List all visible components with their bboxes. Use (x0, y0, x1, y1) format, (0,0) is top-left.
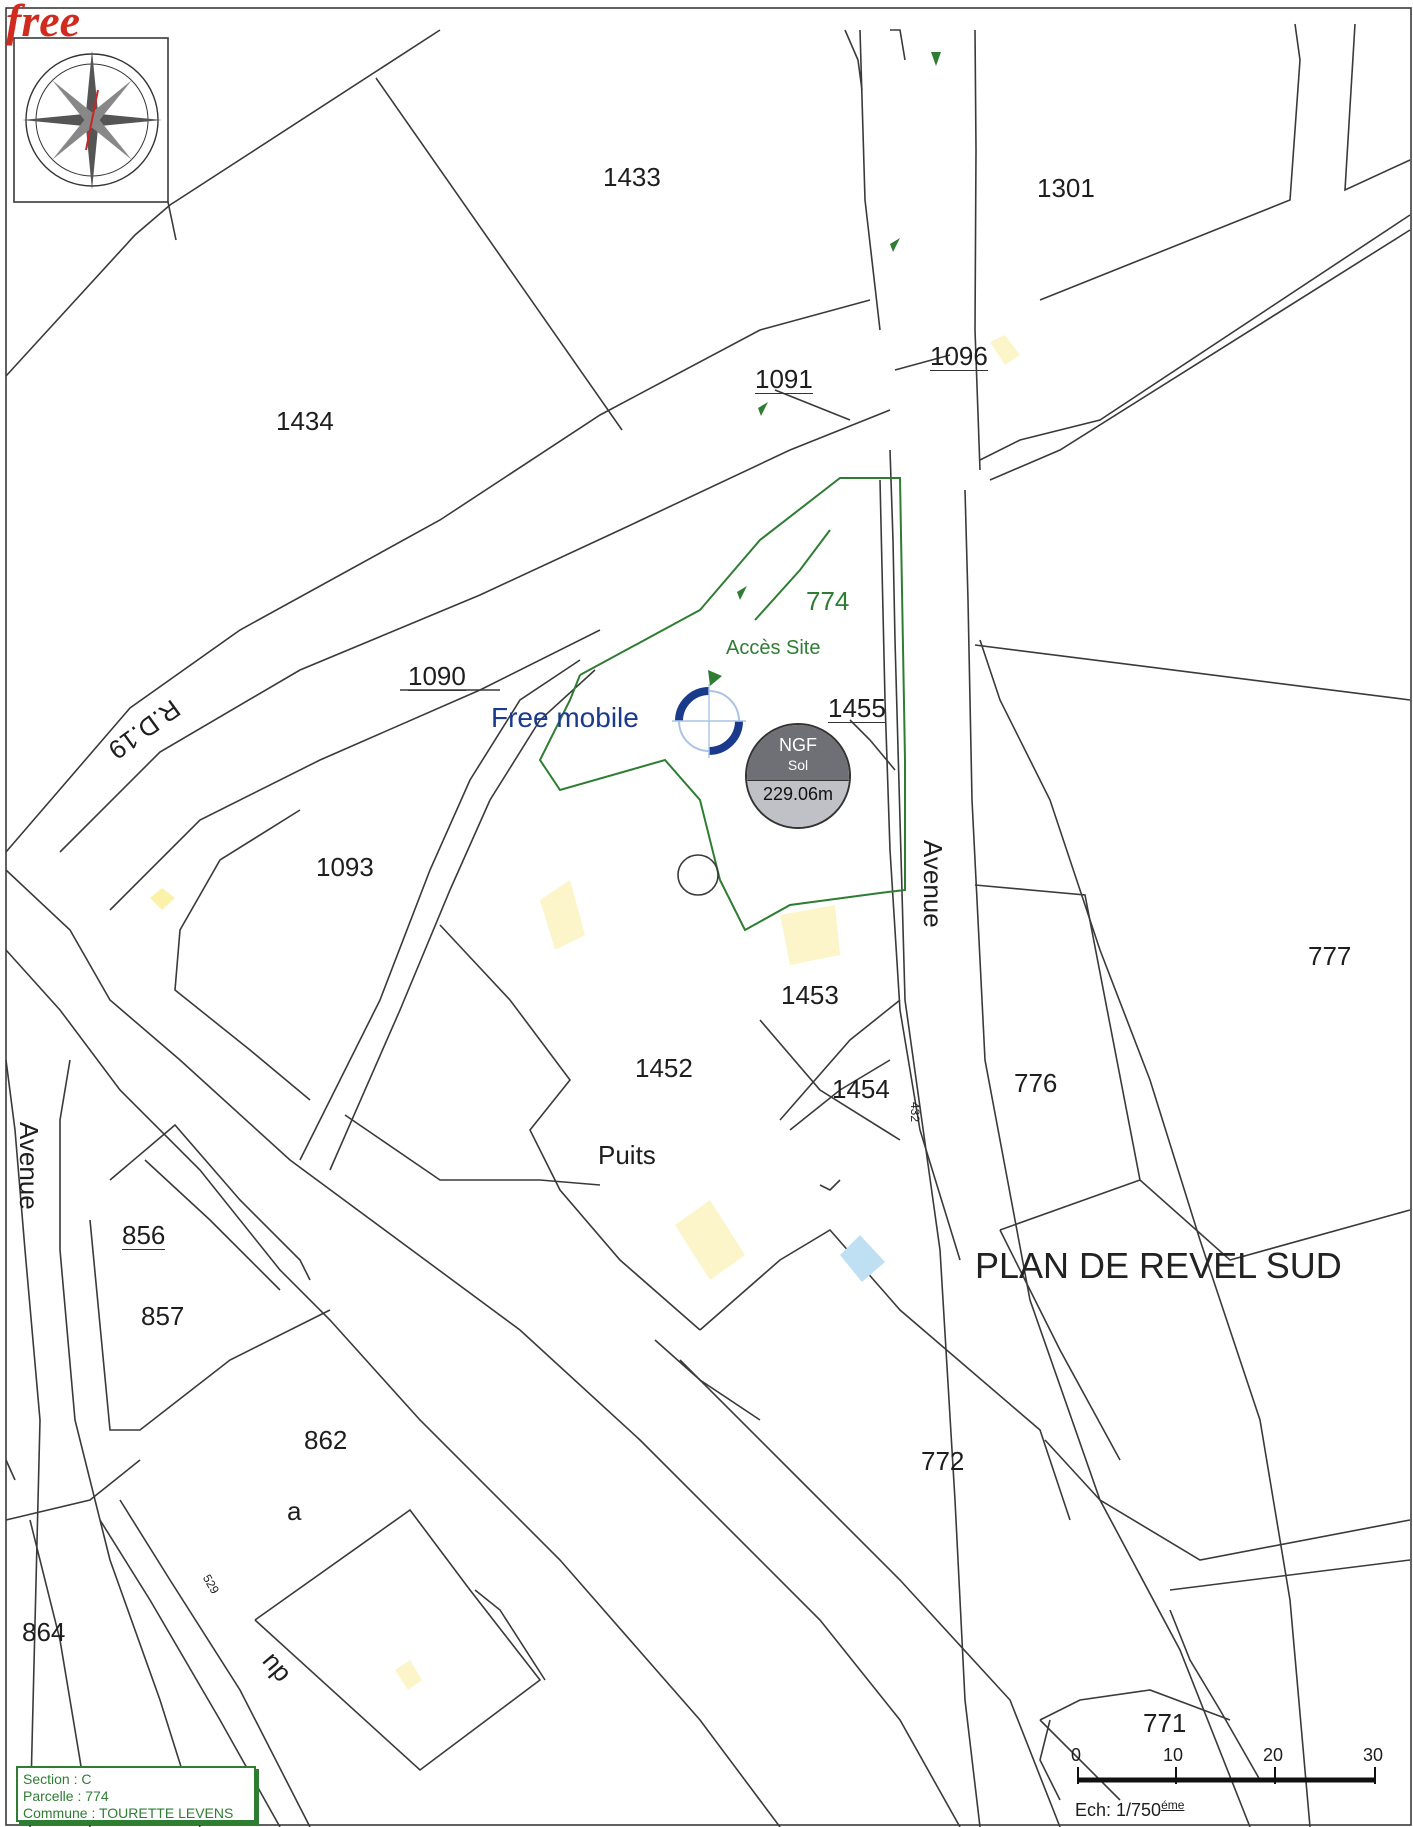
free-logo: free (6, 0, 81, 46)
parcel-1452: 1452 (635, 1053, 693, 1083)
parcel-856: 856 (122, 1220, 166, 1250)
avenue-label-left: Avenue (14, 1122, 44, 1210)
free-mobile-label: Free mobile (491, 702, 639, 733)
well-circle (677, 854, 719, 896)
parcel-lines (5, 7, 1412, 1827)
scale-tick-10: 10 (1163, 1745, 1184, 1765)
site-outline-774 (538, 477, 906, 932)
scale-caption-text: Ech: 1/750 (1075, 1800, 1162, 1820)
parcel-1090: 1090 (408, 661, 466, 691)
ngf-value: 229.06m (762, 784, 834, 804)
scale-tick-20: 20 (1263, 1745, 1284, 1765)
parcel-1096: 1096 (930, 341, 988, 371)
parcel-777: 777 (1308, 941, 1352, 971)
compass-rose-icon (22, 50, 162, 190)
shaded-patches (150, 335, 1020, 1690)
access-arrows (708, 52, 941, 686)
parcel-1454: 1454 (832, 1074, 890, 1104)
parcel-772: 772 (921, 1446, 965, 1476)
place-name-label: PLAN DE REVEL SUD (975, 1245, 1342, 1286)
scale-caption: Ech: 1/750éme (1075, 1798, 1184, 1821)
info-parcelle: Parcelle : 774 (23, 1788, 109, 1804)
parcel-1093: 1093 (316, 852, 374, 882)
parcel-1091: 1091 (755, 364, 813, 394)
parcel-info-box: Section : C Parcelle : 774 Commune : TOU… (16, 1766, 256, 1822)
ngf-subtitle: Sol (787, 757, 809, 773)
parcel-1434: 1434 (276, 406, 334, 436)
info-commune: Commune : TOURETTE LEVENS (23, 1805, 234, 1821)
avenue-label-right: Avenue (918, 840, 948, 928)
antenna-symbol (672, 684, 746, 758)
puits-label: Puits (598, 1140, 656, 1170)
parcel-774: 774 (806, 586, 850, 616)
parcel-776: 776 (1014, 1068, 1058, 1098)
scale-tick-30: 30 (1363, 1745, 1384, 1765)
parcel-857: 857 (141, 1301, 185, 1331)
parcel-771: 771 (1143, 1708, 1187, 1738)
info-section: Section : C (23, 1771, 92, 1787)
parcel-1301: 1301 (1037, 173, 1095, 203)
scale-bar (1077, 1767, 1376, 1784)
ngf-title: NGF (779, 735, 817, 755)
ngf-elevation-badge: NGF Sol 229.06m (745, 723, 851, 829)
parcel-1455: 1455 (828, 693, 886, 723)
parcel-1433: 1433 (603, 162, 661, 192)
scale-tick-0: 0 (1071, 1745, 1082, 1765)
a-label: a (287, 1496, 302, 1526)
access-site-label: Accès Site (726, 637, 821, 659)
number-432: 432 (908, 1102, 922, 1123)
parcel-864: 864 (22, 1617, 66, 1647)
scale-caption-sup: éme (1161, 1798, 1185, 1812)
parcel-862: 862 (304, 1425, 348, 1455)
parcel-1453: 1453 (781, 980, 839, 1010)
